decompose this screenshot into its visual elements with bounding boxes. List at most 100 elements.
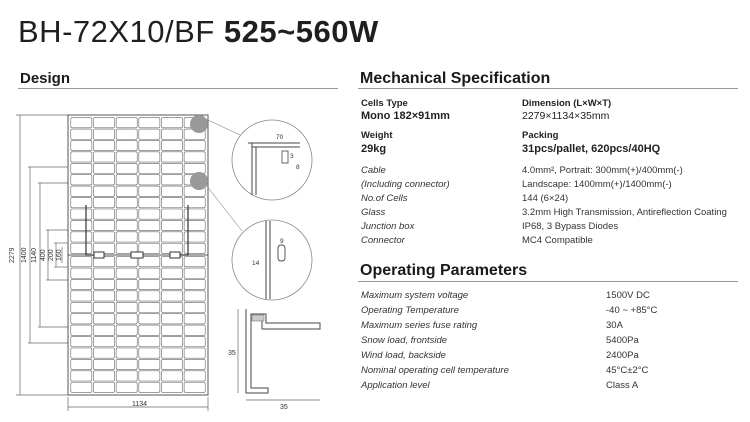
solar-cell — [138, 279, 161, 290]
solar-cell — [138, 220, 161, 231]
solar-cell — [183, 381, 206, 393]
solar-cell — [183, 336, 206, 348]
solar-cell — [161, 231, 183, 243]
solar-cell — [161, 162, 183, 174]
hole-leader-line — [205, 184, 243, 232]
solar-cell — [161, 301, 183, 313]
solar-cell — [183, 208, 206, 220]
junction-box-icon — [130, 251, 144, 259]
solar-cell — [138, 267, 161, 279]
solar-cell — [70, 381, 93, 393]
solar-cell — [70, 208, 93, 220]
weight-label: Weight — [361, 130, 393, 141]
solar-cell — [183, 231, 206, 243]
solar-cell — [183, 324, 206, 336]
solar-cell — [115, 208, 138, 220]
solar-cell — [161, 174, 183, 186]
solar-cell — [138, 231, 161, 243]
solar-cell — [115, 359, 138, 370]
hole-14-label: 14 — [252, 260, 260, 267]
mechanical-rule — [358, 88, 738, 89]
solar-cell — [115, 220, 138, 231]
solar-cell — [161, 279, 183, 290]
packing-label: Packing — [522, 130, 559, 141]
dimension-label: Dimension (L×W×T) — [522, 98, 612, 109]
mech-row-value: Landscape: 1400mm(+)/1400mm(-) — [522, 179, 672, 190]
solar-cell — [183, 151, 206, 163]
solar-cell — [138, 359, 161, 370]
mech-row-value: 3.2mm High Transmission, Antireflection … — [522, 207, 727, 218]
solar-cell — [183, 256, 206, 268]
mech-row-key: Connector — [361, 235, 405, 246]
hole-detail-marker — [190, 172, 208, 190]
solar-cell — [115, 290, 138, 302]
solar-cell — [70, 347, 93, 359]
cells-type-label: Cells Type — [361, 98, 408, 109]
corner-leader-line — [205, 118, 241, 136]
solar-cell — [115, 381, 138, 393]
junction-box-left-icon — [93, 251, 105, 259]
solar-cell — [138, 242, 161, 254]
dim-160-label: 160 — [56, 249, 63, 261]
mech-row-value: IP68, 3 Bypass Diodes — [522, 221, 619, 232]
solar-cell — [138, 162, 161, 174]
solar-cell — [93, 290, 115, 302]
solar-cell — [183, 242, 206, 254]
solar-cell — [93, 151, 115, 163]
op-row-value: 1500V DC — [606, 290, 650, 301]
solar-cell — [93, 359, 115, 370]
solar-cell — [161, 208, 183, 220]
solar-cell — [161, 197, 183, 209]
solar-cell — [138, 197, 161, 209]
solar-cell — [161, 359, 183, 370]
width-dim-line — [67, 397, 209, 411]
mech-row-key: Cable — [361, 165, 386, 176]
op-row-value: -40 ~ +85°C — [606, 305, 658, 316]
solar-cell — [93, 370, 115, 382]
operating-rule — [358, 281, 738, 282]
op-row-value: Class A — [606, 380, 639, 391]
solar-cell — [161, 220, 183, 231]
solar-cell — [183, 197, 206, 209]
op-row-value: 2400Pa — [606, 350, 639, 361]
solar-cell — [161, 185, 183, 197]
solar-cell — [93, 162, 115, 174]
solar-cell — [138, 140, 161, 151]
mounting-hole-icon — [277, 244, 286, 262]
solar-cell — [183, 313, 206, 325]
weight-value: 29kg — [361, 143, 387, 155]
hole-9-label: 9 — [280, 238, 284, 245]
solar-cell — [70, 231, 93, 243]
frame-cross-section — [245, 309, 321, 394]
solar-cell — [70, 151, 93, 163]
dim-2279-label: 2279 — [9, 247, 16, 263]
solar-cell — [161, 313, 183, 325]
design-heading: Design — [20, 70, 71, 87]
hole-detail-circle — [231, 219, 313, 301]
corner-detail-marker — [190, 115, 208, 133]
cable-left — [85, 205, 96, 256]
solar-cell — [115, 256, 138, 268]
solar-cell — [183, 301, 206, 313]
mechanical-heading: Mechanical Specification — [360, 70, 551, 87]
solar-cell — [93, 381, 115, 393]
solar-cell — [70, 140, 93, 151]
solar-cell — [93, 185, 115, 197]
solar-cell — [183, 347, 206, 359]
solar-cell — [161, 140, 183, 151]
solar-cell — [70, 359, 93, 370]
solar-cell — [161, 290, 183, 302]
dim-1134-label: 1134 — [132, 401, 147, 408]
corner-70-label: 70 — [276, 134, 284, 141]
solar-cell — [161, 336, 183, 348]
packing-value: 31pcs/pallet, 620pcs/40HQ — [522, 143, 661, 155]
solar-cell — [93, 279, 115, 290]
solar-cell — [93, 231, 115, 243]
solar-cell — [183, 267, 206, 279]
dim-400-label: 400 — [40, 249, 47, 261]
solar-cell — [161, 117, 183, 129]
solar-cell — [183, 162, 206, 174]
model-name: BH-72X10/BF — [18, 14, 215, 49]
op-row-key: Snow load, frontside — [361, 335, 448, 346]
mech-row-key: (Including connector) — [361, 179, 450, 190]
